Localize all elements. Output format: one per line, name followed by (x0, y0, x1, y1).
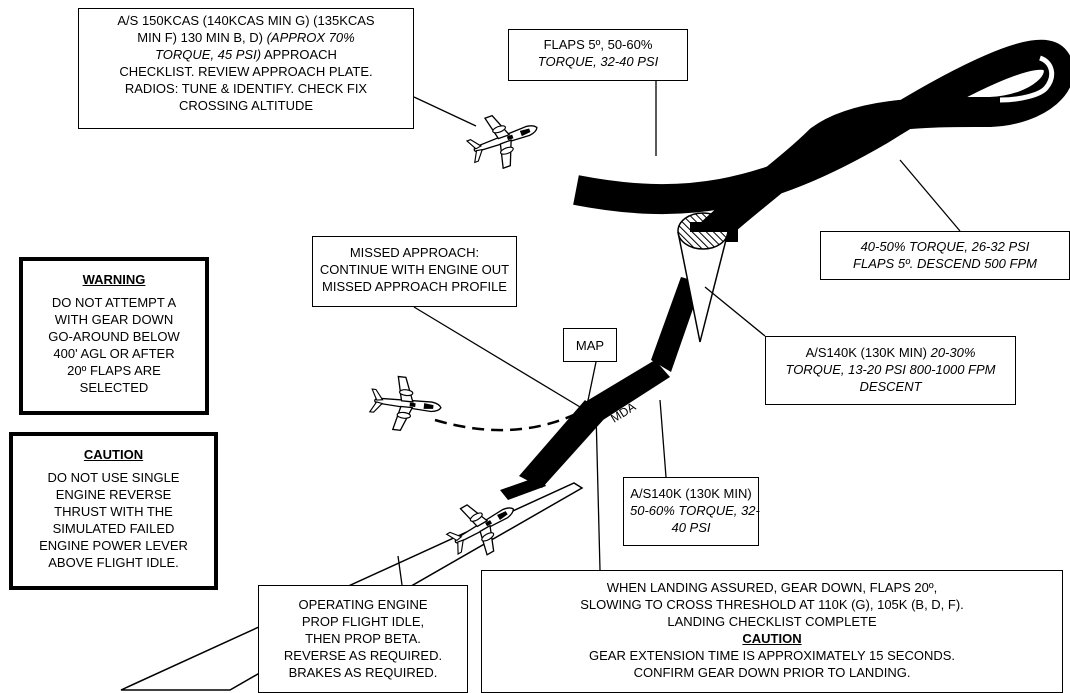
caution-header: CAUTION (83, 447, 144, 462)
descend-line-1: 40-50% TORQUE, 26-32 PSI (860, 239, 1030, 254)
approach-line-3-italic: TORQUE, 45 PSI) (155, 47, 262, 62)
flaps-line-1: FLAPS 5º, 50-60% (543, 37, 653, 52)
missed-line-1: MISSED APPROACH: (349, 245, 480, 260)
map-box: MAP (563, 328, 617, 362)
fix-line-1: A/S140K (130K MIN) (805, 345, 931, 360)
landing-note-box: WHEN LANDING ASSURED, GEAR DOWN, FLAPS 2… (481, 570, 1063, 693)
fix-note-box: A/S140K (130K MIN) 20-30% TORQUE, 13-20 … (765, 336, 1016, 405)
engine-line: BRAKES AS REQUIRED. (288, 665, 438, 680)
landing-line-5: CONFIRM GEAR DOWN PRIOR TO LANDING. (633, 665, 911, 680)
fix-line-1-italic: 20-30% (930, 345, 976, 360)
engine-line: OPERATING ENGINE (298, 597, 428, 612)
caution-line: ABOVE FLIGHT IDLE. (48, 555, 179, 570)
fix-line-2: TORQUE, 13-20 PSI 800-1000 FPM (785, 362, 996, 377)
warning-line: DO NOT ATTEMPT A (51, 295, 177, 310)
warning-line: SELECTED (79, 380, 149, 395)
landing-line-2: SLOWING TO CROSS THRESHOLD AT 110K (G), … (580, 597, 964, 612)
approach-line-6: CROSSING ALTITUDE (178, 98, 314, 113)
warning-line: WITH GEAR DOWN (54, 312, 174, 327)
mda-line-1: A/S140K (130K MIN) (630, 486, 752, 501)
caution-line: SIMULATED FAILED (52, 521, 175, 536)
warning-line: GO-AROUND BELOW (48, 329, 180, 344)
mda-line-3: 40 PSI (671, 520, 711, 535)
approach-line-4: CHECKLIST. REVIEW APPROACH PLATE. (119, 64, 373, 79)
fix-line-3: DESCENT (859, 379, 922, 394)
map-label: MAP (575, 338, 605, 353)
flaps-line-2: TORQUE, 32-40 PSI (537, 54, 659, 69)
approach-line-2: MIN F) 130 MIN B, D) (137, 30, 267, 45)
leader-lines (397, 81, 961, 586)
missed-approach-note-box: MISSED APPROACH: CONTINUE WITH ENGINE OU… (312, 236, 517, 307)
caution-line: ENGINE POWER LEVER (39, 538, 188, 553)
landing-line-1: WHEN LANDING ASSURED, GEAR DOWN, FLAPS 2… (606, 580, 938, 595)
approach-line-5: RADIOS: TUNE & IDENTIFY. CHECK FIX (124, 81, 368, 96)
landing-line-4: GEAR EXTENSION TIME IS APPROXIMATELY 15 … (588, 648, 956, 663)
fix-cone-icon (677, 212, 729, 343)
descend-line-2: FLAPS 5º. DESCEND 500 FPM (853, 256, 1037, 271)
mda-line-2: 50-60% TORQUE, 32- (630, 503, 760, 518)
descend-note-box: 40-50% TORQUE, 26-32 PSI FLAPS 5º. DESCE… (820, 231, 1070, 280)
landing-line-3: LANDING CHECKLIST COMPLETE (667, 614, 877, 629)
engine-line: REVERSE AS REQUIRED. (283, 648, 443, 663)
warning-header: WARNING (82, 272, 146, 287)
engine-line: THEN PROP BETA. (305, 631, 421, 646)
engine-note-box: OPERATING ENGINE PROP FLIGHT IDLE, THEN … (258, 585, 468, 693)
missed-line-2: CONTINUE WITH ENGINE OUT (319, 262, 510, 277)
mda-note-box: A/S140K (130K MIN) 50-60% TORQUE, 32- 40… (623, 477, 760, 546)
engine-line: PROP FLIGHT IDLE, (301, 614, 425, 629)
warning-box: WARNING DO NOT ATTEMPT A WITH GEAR DOWN … (19, 257, 209, 415)
missed-approach-track (434, 406, 589, 432)
caution-line: DO NOT USE SINGLE (47, 470, 180, 485)
approach-line-2-italic: (APPROX 70% (266, 30, 355, 45)
caution-box: CAUTION DO NOT USE SINGLE ENGINE REVERSE… (9, 432, 218, 590)
warning-line: 400' AGL OR AFTER (53, 346, 175, 361)
caution-line: ENGINE REVERSE (55, 487, 172, 502)
airplane-icon (461, 101, 547, 178)
approach-line-3: APPROACH (261, 47, 337, 62)
landing-caution-header: CAUTION (742, 631, 802, 646)
flaps-note-box: FLAPS 5º, 50-60% TORQUE, 32-40 PSI (508, 29, 688, 81)
missed-line-3: MISSED APPROACH PROFILE (322, 279, 507, 294)
airplane-icon (367, 373, 445, 435)
approach-line-1: A/S 150KCAS (140KCAS MIN G) (135KCAS (117, 13, 375, 28)
warning-line: 20º FLAPS ARE (67, 363, 161, 378)
caution-line: THRUST WITH THE (54, 504, 173, 519)
approach-note-box: A/S 150KCAS (140KCAS MIN G) (135KCAS MIN… (78, 8, 414, 129)
